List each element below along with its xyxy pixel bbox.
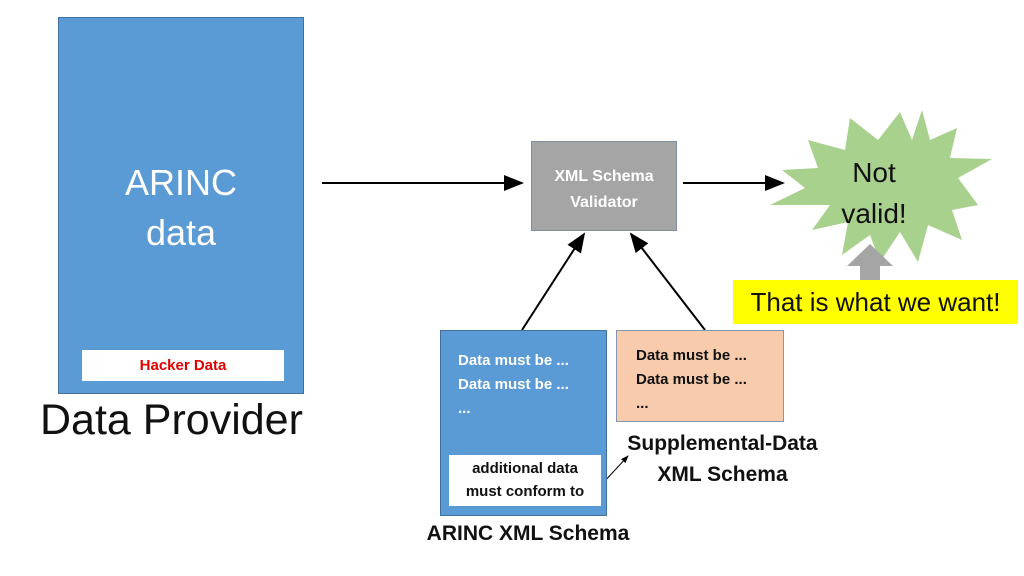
arrow-arinc-schema-to-validator [521, 232, 586, 331]
arinc-schema-label: ARINC XML Schema [426, 522, 630, 545]
callout-that-is-what-we-want: That is what we want! [733, 280, 1018, 324]
data-provider-label: Data Provider [40, 396, 303, 444]
up-arrow-icon [847, 244, 893, 280]
supplemental-schema-box: Data must be ...Data must be ...... [616, 330, 784, 422]
arrow-supp-schema-to-validator [629, 232, 706, 331]
not-valid-starburst [770, 110, 992, 262]
data-provider-box [58, 17, 304, 394]
hacker-data-box: Hacker Data [82, 350, 284, 381]
